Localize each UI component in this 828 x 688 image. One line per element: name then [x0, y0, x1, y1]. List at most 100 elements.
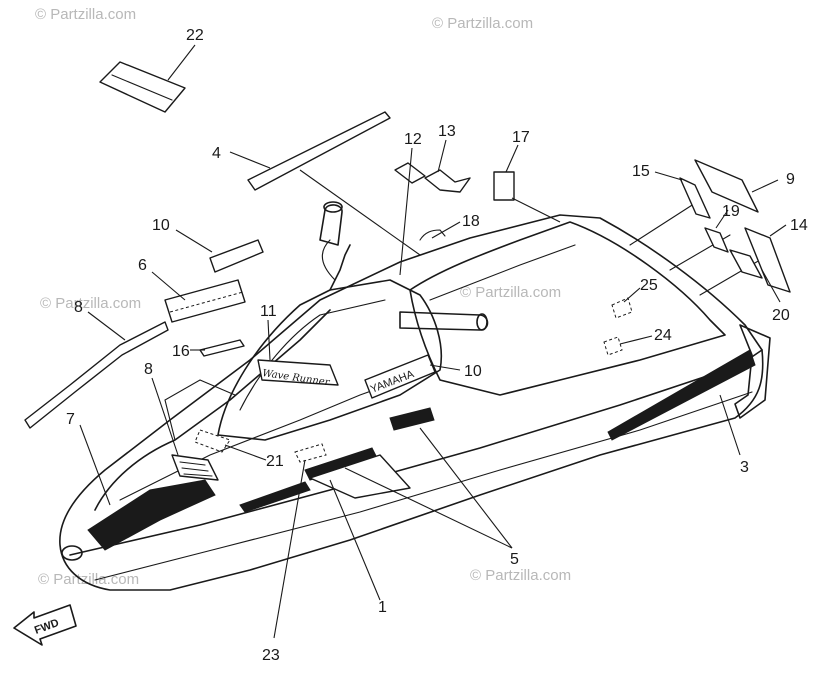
watermark: © Partzilla.com — [38, 571, 139, 588]
decal-3 — [607, 349, 756, 441]
leader-21 — [224, 444, 267, 461]
callout: 18 — [462, 213, 480, 230]
leader-14 — [769, 224, 787, 237]
leader-17-b — [511, 197, 561, 223]
callout: 1 — [378, 599, 387, 616]
decal-25 — [611, 297, 633, 319]
decal-6-dashed — [169, 291, 244, 313]
decal-2 — [24, 321, 169, 429]
decal-16 — [199, 339, 245, 357]
seat-edge — [429, 244, 576, 301]
callout: 7 — [66, 411, 75, 428]
watermark: © Partzilla.com — [432, 15, 533, 32]
leader-13 — [437, 139, 447, 173]
decal-5-rear — [389, 407, 435, 431]
right-grip-end — [476, 313, 488, 331]
cable — [321, 239, 336, 281]
callout: 23 — [262, 647, 280, 664]
callout: 4 — [212, 145, 221, 162]
decal-11 — [257, 359, 339, 386]
leader-3 — [719, 394, 741, 456]
leader-17 — [505, 144, 519, 173]
watermark-group: © Partzilla.com © Partzilla.com © Partzi… — [35, 6, 571, 588]
decal-21 — [194, 429, 231, 453]
callout: 17 — [512, 129, 530, 146]
leader-10-brand — [429, 364, 461, 371]
leader-9 — [751, 179, 779, 193]
callout: 24 — [654, 327, 672, 344]
front-deck — [94, 309, 331, 511]
fwd-arrow: FWD — [13, 604, 77, 646]
callout: 13 — [438, 123, 456, 140]
callout: 19 — [722, 203, 740, 220]
leader-18 — [431, 221, 461, 239]
leader-4-b — [299, 169, 421, 256]
hood — [217, 279, 443, 441]
leader-10-upper — [175, 229, 213, 253]
decal-10-upper — [209, 239, 264, 273]
decal-20 — [729, 249, 763, 279]
leader-22 — [167, 44, 196, 81]
callout: 12 — [404, 131, 422, 148]
callout: 5 — [510, 551, 519, 568]
leader-2 — [87, 311, 126, 341]
leader-12 — [399, 147, 413, 276]
hull-outline — [59, 214, 764, 591]
callout-labels: 22 4 12 13 17 15 9 19 14 20 10 18 6 8 11… — [66, 27, 808, 664]
decal-15 — [679, 177, 711, 219]
watercraft-body — [59, 199, 771, 591]
callout: 25 — [640, 277, 658, 294]
side-band-lower — [94, 391, 753, 581]
leader-5 — [419, 427, 513, 549]
seat — [409, 221, 726, 396]
leader-25 — [623, 287, 641, 303]
decal-10-brand — [364, 354, 436, 399]
decal-22-fold — [111, 74, 173, 101]
leader-4 — [229, 151, 271, 169]
decal-4 — [247, 111, 391, 191]
watermark: © Partzilla.com — [460, 284, 561, 301]
callout: 6 — [138, 257, 147, 274]
callout: 10 — [152, 217, 170, 234]
leader-6 — [151, 271, 186, 301]
tail-line — [629, 199, 701, 246]
watermark: © Partzilla.com — [40, 295, 141, 312]
leader-19 — [715, 209, 729, 229]
decal-8-vent — [183, 473, 213, 477]
decal-22 — [99, 61, 186, 113]
leader-1 — [329, 479, 381, 601]
decal-24 — [603, 336, 623, 356]
front-hatch — [164, 379, 236, 441]
left-grip-end — [323, 201, 343, 213]
fwd-arrow-shape — [13, 604, 77, 646]
callout: 16 — [172, 343, 190, 360]
watermark: © Partzilla.com — [35, 6, 136, 23]
leader-7 — [79, 424, 111, 506]
callout: 14 — [790, 217, 808, 234]
leader-20 — [761, 269, 781, 303]
decal-18 — [419, 229, 446, 241]
callout: 22 — [186, 27, 204, 44]
decal-19 — [704, 227, 729, 253]
watermark: © Partzilla.com — [470, 567, 571, 584]
callout: 21 — [266, 453, 284, 470]
leader-11 — [267, 319, 271, 361]
callout: 10 — [464, 363, 482, 380]
callout: 3 — [740, 459, 749, 476]
decal-8-vent — [181, 467, 209, 472]
decal-14 — [744, 227, 791, 293]
decal-9 — [694, 159, 759, 213]
callout: 8 — [144, 361, 153, 378]
side-band — [69, 349, 763, 556]
decal-6 — [164, 279, 246, 323]
leader-8 — [151, 377, 179, 456]
leader-23 — [273, 459, 306, 639]
decal-8-vent — [179, 461, 206, 466]
leader-24 — [619, 335, 653, 345]
decal-23 — [294, 443, 327, 463]
callout: 20 — [772, 307, 790, 324]
bow-eye — [61, 545, 83, 561]
decals: Wave Runner YAMAHA — [24, 61, 791, 551]
callout: 11 — [260, 303, 277, 320]
